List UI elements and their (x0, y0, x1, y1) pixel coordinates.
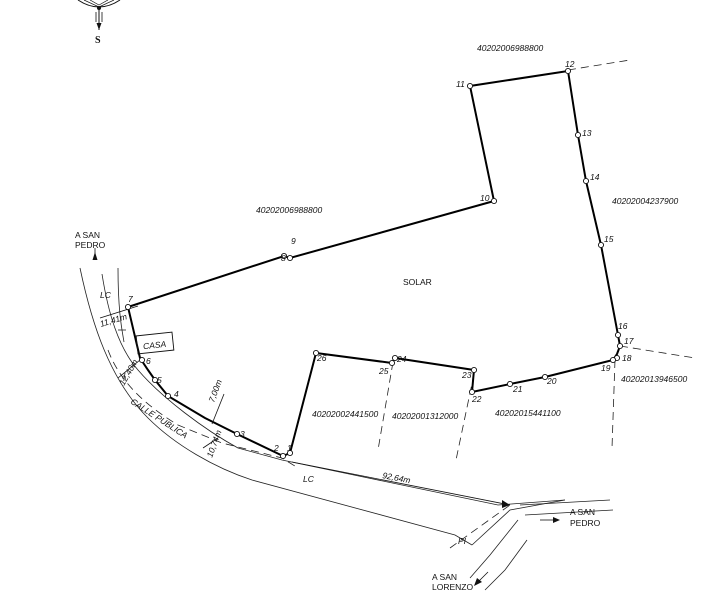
point-label: 14 (590, 172, 600, 182)
lc-label-top: LC (100, 290, 112, 300)
point-label: 10 (480, 193, 490, 203)
point-labels: 1 2 3 4 5 6 7 8 9 10 11 12 13 14 15 16 1… (128, 59, 634, 453)
point-label: 16 (618, 321, 628, 331)
lc-label-bottom: LC (303, 474, 315, 484)
point-21 (506, 380, 514, 388)
road-edges (79, 267, 614, 591)
point-19 (609, 356, 617, 364)
point-label: 18 (622, 353, 632, 363)
point-1 (286, 449, 294, 457)
survey-points (124, 67, 624, 460)
point-label: 22 (471, 394, 482, 404)
point-13 (574, 131, 582, 139)
point-11 (466, 82, 474, 90)
point-label: 7 (128, 294, 133, 304)
point-4 (164, 392, 172, 400)
dashed-lines (107, 59, 696, 549)
point-label: 11 (456, 79, 465, 89)
to-san-pedro-top-line2: PEDRO (75, 240, 106, 250)
point-label: 5 (157, 375, 162, 385)
point-label: 23 (461, 370, 472, 380)
point-2 (279, 452, 287, 460)
point-16 (614, 331, 622, 339)
point-label: 2 (273, 443, 279, 453)
to-san-lorenzo-line2: LORENZO (432, 582, 473, 592)
point-label: 4 (174, 389, 179, 399)
point-label: 15 (604, 234, 614, 244)
point-17 (616, 342, 624, 350)
point-label: 3 (240, 429, 245, 439)
parcel-bottom-right: 40202013946500 (621, 374, 687, 384)
point-label: 20 (546, 376, 557, 386)
point-9 (280, 252, 288, 260)
parcel-labels: 40202006988800 40202006988800 4020200423… (256, 43, 687, 421)
point-26 (312, 349, 320, 357)
point-label: 24 (396, 354, 407, 364)
dimension-lines (92, 248, 560, 586)
to-san-lorenzo-line1: A SAN (432, 572, 457, 582)
casa-building (135, 331, 175, 355)
point-label: 25 (378, 366, 389, 376)
point-20 (541, 373, 549, 381)
compass-icon (77, 0, 121, 30)
point-label: 13 (582, 128, 592, 138)
point-22 (468, 388, 476, 396)
point-24 (391, 354, 399, 362)
parcel-right: 40202004237900 (612, 196, 678, 206)
pi-label: PI (458, 536, 467, 546)
point-5 (151, 376, 159, 384)
point-label: 17 (624, 336, 634, 346)
point-10 (490, 197, 498, 205)
parcel-top: 40202006988800 (477, 43, 543, 53)
compass-letter: S (95, 35, 101, 46)
to-san-pedro-right-line1: A SAN (570, 507, 595, 517)
parcel-left-upper: 40202006988800 (256, 205, 322, 215)
to-san-pedro-top-line1: A SAN (75, 230, 100, 240)
parcel-bottom-1: 40202002441500 (312, 409, 378, 419)
casa-label: CASA (143, 339, 167, 351)
point-label: 1 (287, 443, 292, 453)
point-25 (388, 359, 396, 367)
point-label: 19 (601, 363, 611, 373)
point-label: 8 (281, 253, 286, 263)
point-23 (470, 366, 478, 374)
point-label: 6 (146, 356, 151, 366)
point-14 (582, 177, 590, 185)
parcel-bottom-2: 40202001312000 (392, 411, 458, 421)
point-8 (286, 254, 294, 262)
point-6 (138, 356, 146, 364)
point-label: 9 (291, 236, 296, 246)
point-3 (233, 430, 241, 438)
to-san-pedro-right-line2: PEDRO (570, 518, 601, 528)
point-label: 12 (565, 59, 575, 69)
point-15 (597, 241, 605, 249)
point-label: 21 (512, 384, 523, 394)
point-7 (124, 303, 132, 311)
solar-label: SOLAR (403, 277, 432, 287)
parcel-bottom-3: 40202015441100 (495, 408, 561, 418)
point-12 (564, 67, 572, 75)
point-label: 26 (316, 353, 327, 363)
